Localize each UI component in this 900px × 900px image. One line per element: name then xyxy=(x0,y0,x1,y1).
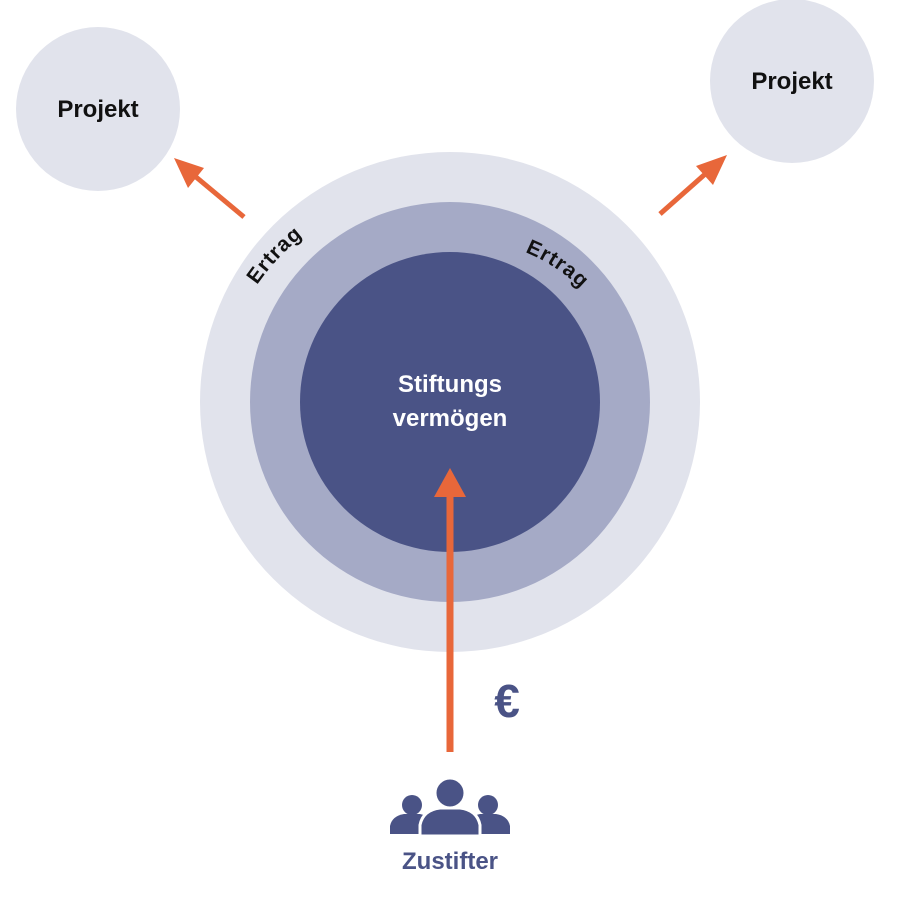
euro-symbol: € xyxy=(494,675,520,727)
arrow-to-left-project xyxy=(174,158,246,219)
arrow-to-right-project xyxy=(658,155,727,216)
arrow-to-core xyxy=(434,468,466,752)
project-label-right: Projekt xyxy=(751,68,832,95)
core-label-line1: Stiftungs xyxy=(398,371,502,398)
contributors-label: Zustifter xyxy=(402,848,498,875)
core-label-line2: vermögen xyxy=(393,405,508,432)
project-label-left: Projekt xyxy=(57,96,138,123)
core-circle xyxy=(300,252,600,552)
people-group-icon xyxy=(390,776,510,838)
project-circle-right xyxy=(710,0,874,163)
project-circle-left xyxy=(16,27,180,191)
